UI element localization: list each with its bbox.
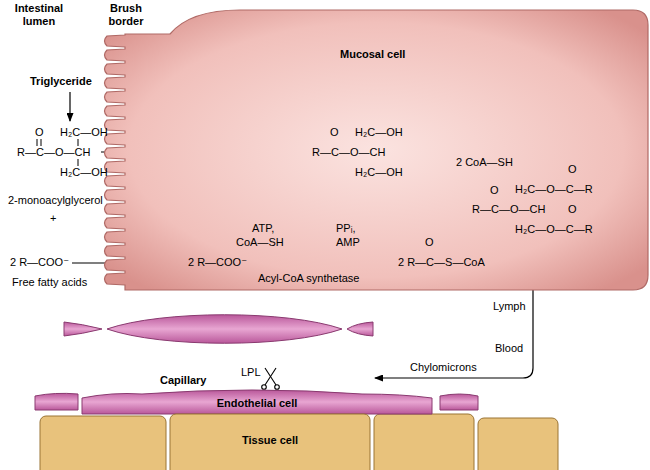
chem-label: PPᵢ, (336, 222, 355, 235)
arrow (69, 92, 70, 121)
scissors-icon (262, 368, 280, 389)
chem-label: R—C—O—CH (472, 203, 545, 216)
tissue-cell-shape (478, 418, 558, 470)
tissue-cell-shape (170, 414, 370, 470)
tissue-cell-shape (40, 416, 166, 470)
endothelial-piece (440, 394, 478, 410)
tissue-cell: Tissue cell (170, 414, 370, 470)
chem-label: 2 CoA—SH (456, 156, 513, 169)
chem-label: O (568, 203, 577, 216)
chem-label: Acyl-CoA synthetase (258, 272, 360, 285)
chem-label: Lymph (493, 300, 526, 313)
chem-label: Brush border (100, 2, 152, 28)
chem-label: O (490, 184, 499, 197)
capillary-shape (107, 315, 342, 344)
chem-label: Triglyceride (30, 75, 92, 88)
node-label: Endothelial cell (82, 397, 432, 410)
flow-arrow (375, 292, 533, 378)
chem-label: 2-monoacylglycerol (8, 194, 103, 207)
node-label: Mucosal cell (340, 48, 405, 61)
chem-label: H₂C—OH (355, 166, 403, 179)
chem-label: R—C—O—CH (312, 146, 385, 159)
node-label: Tissue cell (170, 434, 370, 447)
chem-label: Blood (495, 342, 523, 355)
capillary-piece (64, 322, 102, 336)
chem-label: 2 R—C—S—CoA (398, 256, 485, 269)
chem-label: H₂C—OH (60, 166, 108, 179)
chem-label: O (35, 126, 44, 139)
endothelial-cell-shape (82, 390, 432, 414)
edge-label: Chylomicrons (408, 361, 479, 374)
chem-label: CoA—SH (236, 236, 284, 249)
chem-label: H₂C—OH (60, 126, 108, 139)
chem-label: 2 R—COO⁻ (10, 256, 69, 269)
chem-label: H₂C—O—C—R (515, 223, 593, 236)
node-label: Capillary (160, 374, 206, 387)
chem-label: H₂C—OH (355, 126, 403, 139)
chem-label: O (330, 126, 339, 139)
endothelial-cell: Endothelial cell (82, 390, 432, 414)
endothelial-piece (35, 393, 78, 410)
capillary: Capillary (62, 312, 375, 390)
chem-label: Free fatty acids (12, 276, 87, 289)
chem-label: + (50, 212, 56, 225)
chem-label: ATP, (252, 222, 274, 235)
chem-label: O (425, 236, 434, 249)
chem-label: R—C—O—CH (17, 146, 90, 159)
chem-label: AMP (336, 236, 360, 249)
chem-label: Intestinal lumen (8, 2, 70, 28)
tissue-cell-shape (374, 414, 474, 470)
chem-label: H₂C—O—C—R (515, 183, 593, 196)
capillary-piece (347, 322, 373, 336)
mucosal-cell-shape (105, 10, 649, 290)
chem-label: O (568, 163, 577, 176)
chem-label: 2 R—COO⁻ (188, 256, 247, 269)
capillary-outline (62, 312, 375, 390)
chem-label: LPL (241, 366, 261, 379)
